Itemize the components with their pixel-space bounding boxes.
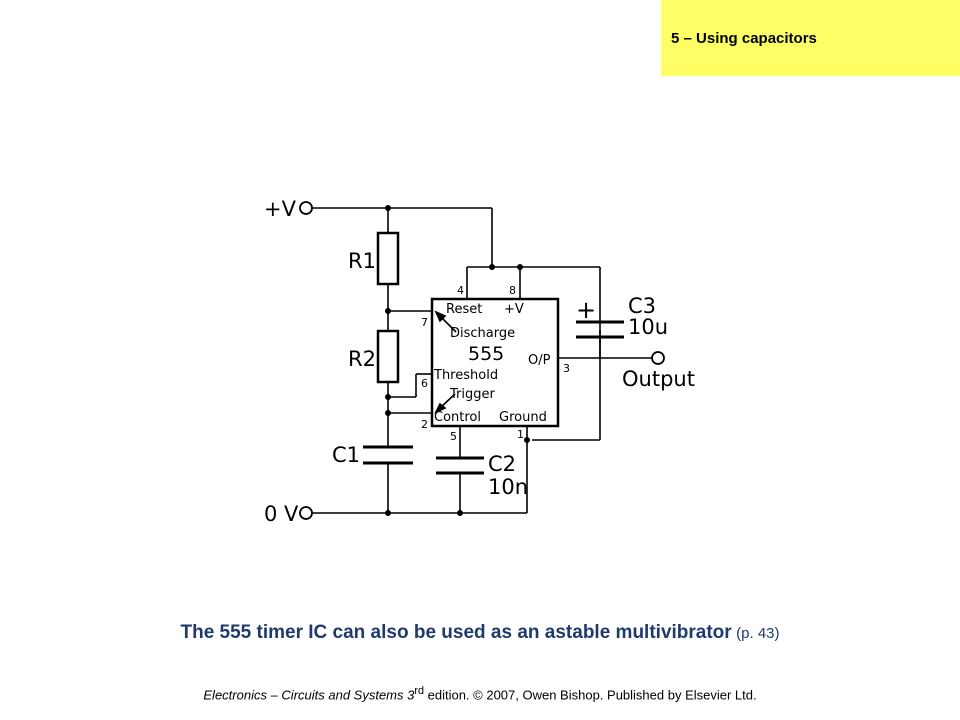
ic-pin-ground-label: Ground [499, 410, 547, 425]
pin-number-6: 6 [421, 377, 428, 390]
slide-caption: The 555 timer IC can also be used as an … [0, 622, 960, 644]
positive-supply-label: +V [264, 197, 297, 221]
capacitor-c3-polarity: + [576, 296, 596, 324]
capacitor-c1-symbol [363, 445, 413, 465]
pin-number-2: 2 [421, 418, 428, 431]
resistor-r2 [376, 329, 400, 384]
pin-number-1: 1 [517, 428, 524, 441]
resistor-r1-label: R1 [348, 249, 376, 273]
capacitor-c3-symbol [576, 320, 624, 339]
section-badge: 5 – Using capacitors [661, 0, 960, 76]
ground-supply-label: 0 V [264, 502, 299, 526]
ic-pin-trigger-label: Trigger [449, 387, 495, 402]
output-terminal [651, 351, 665, 365]
positive-supply-terminal [299, 201, 313, 215]
slide-footer: Electronics – Circuits and Systems 3rd e… [0, 685, 960, 702]
output-label: Output [622, 367, 695, 391]
ic-part-label: 555 [468, 343, 504, 365]
junction-dots [385, 205, 530, 516]
caption-page-reference: (p. 43) [736, 625, 780, 642]
pin-number-3: 3 [563, 362, 570, 375]
resistor-r1 [376, 231, 400, 286]
caption-main-text: The 555 timer IC can also be used as an … [180, 622, 732, 643]
pin-number-8: 8 [509, 284, 516, 297]
footer-book-title: Electronics – Circuits and Systems 3 [203, 687, 415, 703]
capacitor-c1-label: C1 [332, 443, 360, 467]
ic-pin-reset-label: Reset [446, 302, 482, 317]
capacitor-c2-name: C2 [488, 452, 516, 476]
circuit-wires [312, 207, 652, 514]
capacitor-c3-name: C3 [628, 294, 656, 318]
ic-pin-vplus-label: +V [504, 302, 524, 317]
resistor-r2-label: R2 [348, 347, 376, 371]
ic-pin-discharge-label: Discharge [450, 326, 515, 341]
ic-pin-output-label: O/P [528, 353, 551, 368]
pin-number-4: 4 [457, 284, 464, 297]
section-label: 5 – Using capacitors [671, 30, 817, 47]
pin-number-7: 7 [421, 316, 428, 329]
footer-edition-superscript: rd [414, 685, 424, 697]
pin-arrows [434, 310, 457, 414]
ic-555-body [430, 297, 560, 428]
ic-pin-threshold-label: Threshold [433, 368, 498, 383]
pin-number-5: 5 [450, 430, 457, 443]
footer-copyright: edition. © 2007, Owen Bishop. Published … [424, 687, 757, 703]
capacitor-c2-value: 10n [488, 475, 528, 499]
ic-pin-control-label: Control [434, 410, 481, 425]
capacitor-c3-value: 10u [628, 315, 668, 339]
ground-terminal [299, 506, 313, 520]
capacitor-c2-symbol [436, 456, 484, 475]
